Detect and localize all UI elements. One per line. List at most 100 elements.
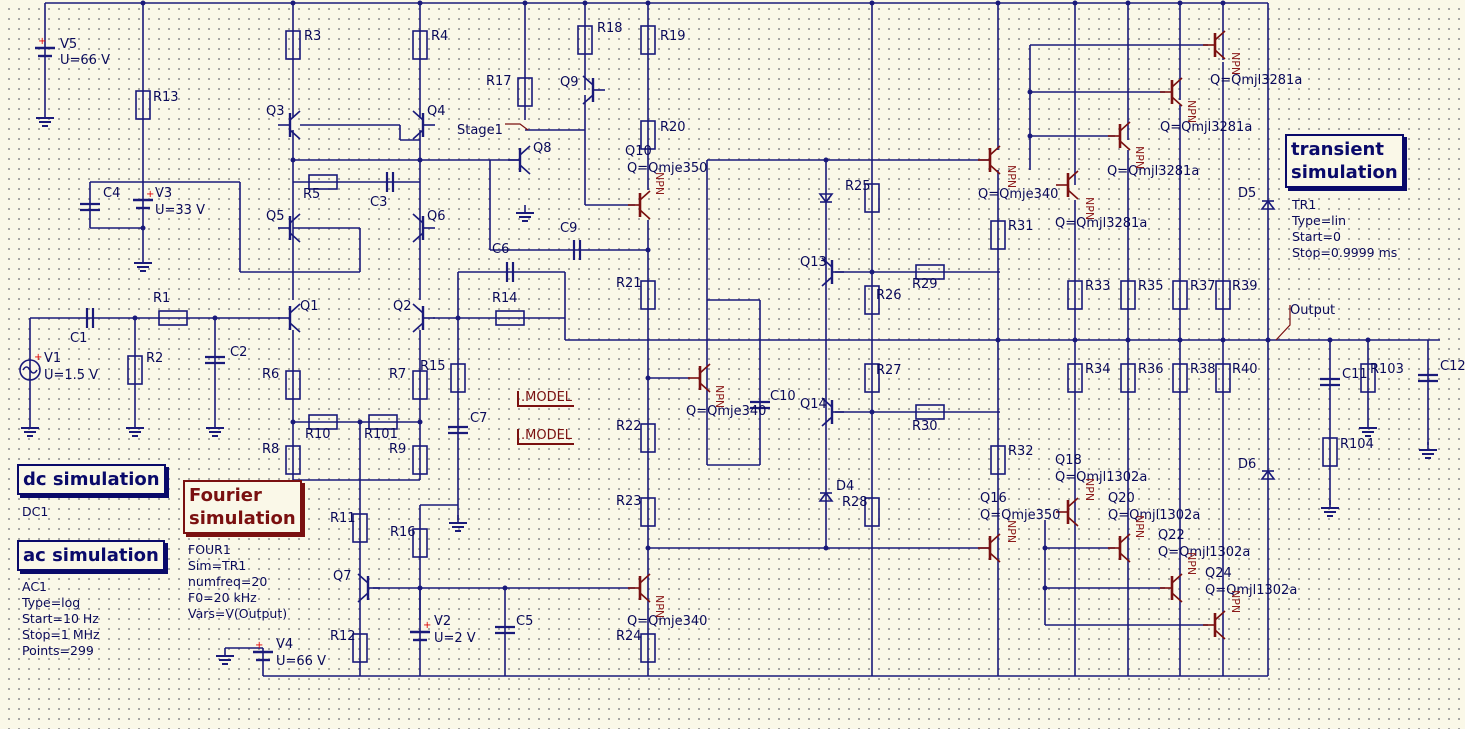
model-q18: Q=Qmjl1302a: [1055, 470, 1148, 485]
label-q10: Q10: [625, 144, 652, 159]
transient-simulation-block[interactable]: transient simulation: [1285, 134, 1404, 188]
fourier-simulation-title-1: Fourier: [189, 485, 262, 506]
label-q2: Q2: [393, 299, 412, 314]
label-r18: R18: [597, 21, 623, 36]
npn-tag: NPN: [1083, 478, 1096, 502]
label-r33: R33: [1085, 279, 1111, 294]
value-v3: U=33 V: [155, 203, 205, 218]
npn-tag: NPN: [1133, 146, 1146, 170]
label-r38: R38: [1190, 362, 1216, 377]
value-v2: U=2 V: [434, 631, 476, 646]
label-r36: R36: [1138, 362, 1164, 377]
model-q20: Q=Qmjl1302a: [1108, 508, 1201, 523]
net-label-output[interactable]: Output: [1290, 303, 1336, 318]
model-q10: Q=Qmje350: [627, 161, 708, 176]
npn-tag: NPN: [653, 172, 666, 196]
label-c5: C5: [516, 614, 534, 629]
label-r31: R31: [1008, 219, 1034, 234]
label-r13: R13: [153, 90, 179, 105]
label-r29: R29: [912, 277, 938, 292]
label-r4: R4: [431, 29, 449, 44]
label-c12: C12: [1440, 359, 1465, 374]
svg-text:+: +: [423, 620, 431, 631]
label-q5: Q5: [266, 209, 285, 224]
label-q20: Q20: [1108, 491, 1135, 506]
label-r21: R21: [616, 276, 642, 291]
spice-model-block[interactable]: .MODEL: [517, 391, 575, 407]
model-q24: Q=Qmjl1302a: [1205, 583, 1298, 598]
label-r104: R104: [1340, 437, 1374, 452]
label-r32: R32: [1008, 444, 1034, 459]
label-r2: R2: [146, 351, 164, 366]
fourier-simulation-params: FOUR1 Sim=TR1 numfreq=20 F0=20 kHz Vars=…: [188, 542, 288, 621]
label-q8: Q8: [533, 141, 552, 156]
value-v4: U=66 V: [276, 654, 326, 669]
model-q22: Q=Qmjl1302a: [1158, 545, 1251, 560]
value-v5: U=66 V: [60, 53, 110, 68]
label-r37: R37: [1190, 279, 1216, 294]
dc-simulation-block[interactable]: dc simulation: [17, 464, 166, 495]
label-c2: C2: [230, 345, 248, 360]
model-q16: Q=Qmje350: [980, 508, 1061, 523]
transient-simulation-title-2: simulation: [1291, 162, 1398, 183]
label-v4: V4: [276, 637, 294, 652]
model-q-mjl3281a-4: Q=Qmjl3281a: [1055, 216, 1148, 231]
label-r11: R11: [330, 511, 356, 526]
label-r17: R17: [486, 74, 512, 89]
label-r16: R16: [390, 525, 416, 540]
label-c3: C3: [370, 195, 388, 210]
label-q24: Q24: [1205, 566, 1232, 581]
label-d6: D6: [1238, 457, 1257, 472]
label-r27: R27: [876, 363, 902, 378]
label-r1: R1: [153, 291, 171, 306]
label-v3: V3: [155, 186, 173, 201]
transient-simulation-params: TR1 Type=lin Start=0 Stop=0.9999 ms: [1292, 197, 1398, 260]
label-r24: R24: [616, 629, 642, 644]
ac-simulation-title: ac simulation: [23, 545, 159, 566]
label-r20: R20: [660, 120, 686, 135]
model-q-mjl3281a-2: Q=Qmjl3281a: [1160, 120, 1253, 135]
transient-simulation-title-1: transient: [1291, 139, 1384, 160]
model-q-mjl3281a-3: Q=Qmjl3281a: [1107, 164, 1200, 179]
label-q14: Q14: [800, 397, 827, 412]
npn-tag: NPN: [1083, 197, 1096, 221]
label-r10: R10: [305, 427, 331, 442]
label-r7: R7: [389, 367, 407, 382]
label-r5: R5: [303, 187, 321, 202]
label-r39: R39: [1232, 279, 1258, 294]
npn-tag: NPN: [1185, 552, 1198, 576]
label-c1: C1: [70, 331, 88, 346]
label-r12: R12: [330, 629, 356, 644]
label-q9: Q9: [560, 75, 579, 90]
npn-tag: NPN: [1229, 590, 1242, 614]
label-r23: R23: [616, 494, 642, 509]
label-r26: R26: [876, 288, 902, 303]
svg-text:+: +: [34, 352, 42, 363]
label-q4: Q4: [427, 104, 446, 119]
label-r30: R30: [912, 419, 938, 434]
net-label-stage1[interactable]: Stage1: [457, 123, 503, 138]
label-c4: C4: [103, 186, 121, 201]
label-r14: R14: [492, 291, 518, 306]
label-d5: D5: [1238, 186, 1257, 201]
spice-model-block[interactable]: .MODEL: [517, 429, 575, 445]
ac-simulation-params: AC1 Type=log Start=10 Hz Stop=1 MHz Poin…: [22, 579, 100, 658]
label-q22: Q22: [1158, 528, 1185, 543]
svg-text:+: +: [255, 640, 263, 651]
model-q-mje340-b: Q=Qmje340: [686, 404, 767, 419]
dc-simulation-params: DC1: [22, 504, 49, 519]
npn-tag: NPN: [1185, 100, 1198, 124]
label-q1: Q1: [300, 299, 319, 314]
label-r28: R28: [842, 495, 868, 510]
label-d4: D4: [836, 479, 855, 494]
label-r15: R15: [420, 359, 446, 374]
label-c7: C7: [470, 411, 488, 426]
label-v2: V2: [434, 614, 452, 629]
fourier-simulation-title-2: simulation: [189, 508, 296, 529]
model-q-mje340-c: Q=Qmje340: [978, 187, 1059, 202]
fourier-simulation-block[interactable]: Fourier simulation: [183, 480, 302, 534]
label-c9: C9: [560, 221, 578, 236]
npn-tag: NPN: [1005, 520, 1018, 544]
ac-simulation-block[interactable]: ac simulation: [17, 540, 165, 571]
